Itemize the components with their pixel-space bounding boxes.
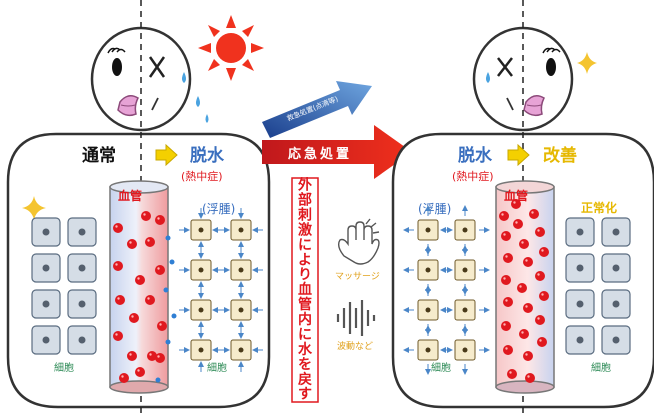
blood-cell: [525, 373, 535, 383]
edema-label: (浮腫): [202, 202, 235, 216]
improved-label: 改善: [543, 145, 577, 166]
sweat-drop-icon: [182, 72, 186, 83]
right-cell-label-right: 細胞: [591, 361, 611, 374]
blood-cell: [523, 303, 533, 313]
blood-cell: [127, 351, 137, 361]
blood-cell: [539, 291, 549, 301]
left-normal-cells: [31, 217, 97, 355]
right-edema-label: (浮腫): [418, 202, 451, 216]
blood-cell: [155, 265, 165, 275]
blood-cell: [513, 219, 523, 229]
right-x-eye-icon: [497, 57, 513, 77]
blood-cell: [147, 351, 157, 361]
vertical-text: 外部刺激により血管内に水を戻す: [297, 177, 313, 403]
left-x-eye-icon: [148, 56, 166, 78]
vessel-label: 血管: [118, 188, 142, 203]
blood-cell: [141, 211, 151, 221]
blood-cell: [155, 353, 165, 363]
blood-cell: [539, 247, 549, 257]
blood-cell: [113, 261, 123, 271]
water-droplet: [165, 339, 171, 345]
normal-label: 通常: [82, 145, 116, 166]
blood-cell: [523, 257, 533, 267]
left-eye-icon: [112, 58, 122, 76]
blood-cell: [501, 231, 511, 241]
big-arrow-label: 応急処置: [288, 146, 352, 162]
blood-cell: [499, 211, 509, 221]
right-arrow-icon: [155, 143, 178, 167]
vibration-label: 波動など: [337, 340, 373, 352]
sun-icon: [198, 15, 264, 81]
blood-cell: [535, 315, 545, 325]
dehydrated-label: 脱水: [190, 145, 225, 166]
first-aid-arrow: 応急処置: [262, 125, 412, 179]
blood-cell: [119, 373, 129, 383]
blood-cell: [503, 253, 513, 263]
blood-cell: [135, 275, 145, 285]
normalize-label: 正常化: [581, 200, 617, 215]
water-droplet: [169, 259, 175, 265]
blood-cell: [503, 297, 513, 307]
heatstroke-label: (熱中症): [181, 169, 223, 183]
right-vessel-label: 血管: [504, 188, 528, 203]
water-droplet: [155, 377, 161, 383]
cell-label-right: 細胞: [207, 361, 227, 374]
blood-cell: [113, 331, 123, 341]
blood-cell: [523, 351, 533, 361]
blood-cell: [113, 223, 123, 233]
hand-icon: [337, 218, 380, 265]
blood-cell: [129, 313, 139, 323]
massage-label: マッサージ: [335, 271, 380, 282]
wave-icon: [336, 300, 376, 336]
right-heatstroke-label: (熱中症): [452, 169, 494, 183]
right-edema-cells: [403, 205, 490, 375]
blood-cell: [507, 369, 517, 379]
blood-cell: [145, 295, 155, 305]
water-droplet: [171, 313, 177, 319]
blood-cell: [517, 283, 527, 293]
blood-cell: [535, 271, 545, 281]
sparkle-icon: [22, 196, 46, 220]
right-eye-icon: [546, 58, 556, 76]
right-cell-label-left: 細胞: [431, 361, 451, 374]
blood-cell: [155, 215, 165, 225]
blood-cell: [115, 295, 125, 305]
blood-cell: [503, 345, 513, 355]
blood-cell: [127, 239, 137, 249]
sweat-drop-icon: [196, 96, 200, 107]
blood-cell: [519, 239, 529, 249]
sweat-drop-icon: [205, 114, 209, 123]
blood-cell: [537, 337, 547, 347]
blood-cell: [501, 321, 511, 331]
left-edema-cells: [179, 208, 263, 372]
right-dehydrated-label: 脱水: [458, 145, 493, 166]
blood-cell: [535, 227, 545, 237]
emergency-small-arrow: 救急処置(点滴等): [262, 81, 372, 138]
water-droplet: [165, 235, 171, 241]
right-normal-cells: [565, 217, 631, 355]
blood-cell: [145, 237, 155, 247]
blood-cell: [511, 199, 521, 209]
blood-cell: [529, 209, 539, 219]
cell-label-left: 細胞: [54, 361, 74, 374]
water-droplet: [163, 287, 169, 293]
sweat-drop-icon: [486, 72, 490, 83]
right-arrow-icon: [507, 143, 530, 167]
vertical-text-box: [291, 177, 319, 403]
blood-cell: [157, 321, 167, 331]
sparkle-icon: [577, 52, 597, 74]
blood-cell: [135, 367, 145, 377]
right-blood-cells: [499, 199, 549, 383]
blood-cell: [519, 329, 529, 339]
left-blood-cells: [113, 211, 177, 383]
blood-cell: [501, 275, 511, 285]
